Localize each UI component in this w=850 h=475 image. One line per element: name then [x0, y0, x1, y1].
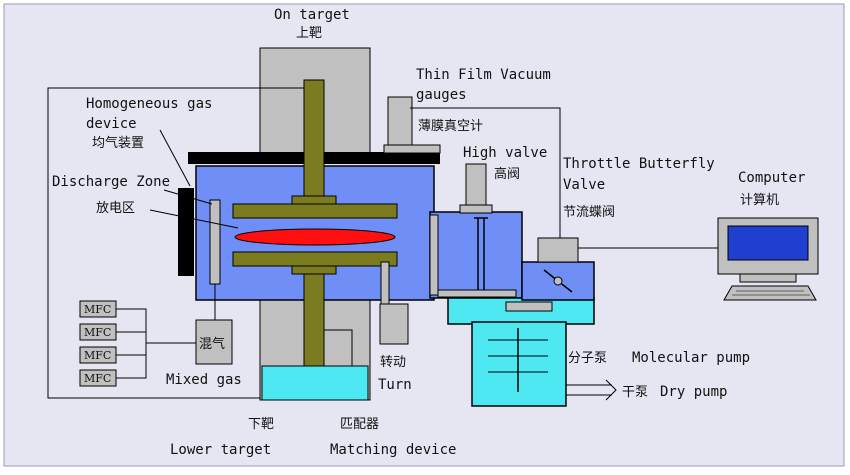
- vacuum-gauge-cn-label: 薄膜真空计: [418, 119, 483, 134]
- throttle-valve-cn-label: 节流蝶阀: [563, 205, 615, 220]
- vacuum-gauge-head: [387, 96, 413, 146]
- upper-target-rod: [303, 79, 325, 199]
- lower-target-label: Lower target: [170, 442, 271, 458]
- gas-distributor: [209, 199, 221, 285]
- dry-pump-label: Dry pump: [660, 384, 727, 400]
- throttle-valve-label: Throttle Butterfly: [563, 156, 715, 172]
- turn-cn-label: 转动: [380, 355, 406, 370]
- on-target-label: On target: [274, 7, 350, 23]
- high-valve-label: High valve: [463, 145, 547, 161]
- matching-device-cn-label: 匹配器: [340, 417, 379, 432]
- mixer-label: 混气: [199, 336, 225, 352]
- high-valve-plate: [437, 289, 517, 298]
- matching-device-label: Matching device: [330, 442, 456, 458]
- outer-loop-line: [47, 87, 304, 399]
- computer-cn-label: 计算机: [740, 193, 779, 208]
- plasma-discharge: [234, 228, 396, 246]
- mfc-group: MFC MFC MFC MFC: [79, 300, 196, 387]
- throttle-valve-label-2: Valve: [563, 177, 605, 193]
- molecular-pump-cn-label: 分子泵: [568, 351, 607, 366]
- mfc-label: MFC: [84, 303, 111, 316]
- high-valve-actuator: [465, 163, 487, 207]
- molecular-pump: [471, 321, 567, 407]
- mfc-label: MFC: [84, 372, 111, 385]
- chamber-flange: [429, 214, 439, 296]
- high-valve-base: [459, 204, 493, 214]
- lower-target-cn-label: 下靶: [248, 417, 274, 432]
- turn-motor: [379, 303, 409, 345]
- gauge-control-line: [410, 107, 561, 238]
- homogeneous-gas-cn-label: 均气装置: [92, 135, 144, 151]
- dry-pump-cn-label: 干泵: [622, 385, 648, 400]
- vacuum-gauge-label-2: gauges: [416, 87, 467, 103]
- gas-mixer: [195, 319, 233, 365]
- computer-screen: [727, 225, 809, 261]
- turn-shaft: [380, 261, 390, 305]
- computer: [717, 217, 819, 301]
- lower-electrode: [232, 251, 398, 267]
- chamber-left-door: [178, 188, 194, 276]
- molecular-pump-label: Molecular pump: [632, 350, 750, 366]
- computer-keyboard: [723, 285, 817, 301]
- on-target-cn-label: 上靶: [296, 26, 322, 41]
- turn-label: Turn: [378, 377, 412, 393]
- mfc-label: MFC: [84, 326, 111, 339]
- high-valve-chamber: [429, 211, 523, 299]
- matching-device-box: [261, 365, 369, 401]
- homogeneous-gas-label-2: device: [86, 116, 137, 132]
- discharge-zone-label: Discharge Zone: [52, 174, 170, 190]
- discharge-zone-cn-label: 放电区: [96, 201, 135, 216]
- homogeneous-gas-label: Homogeneous gas: [86, 96, 212, 112]
- computer-label: Computer: [738, 170, 805, 186]
- vacuum-gauge-label: Thin Film Vacuum: [416, 67, 551, 83]
- lower-target-rod: [303, 261, 325, 367]
- upper-electrode: [232, 203, 398, 219]
- throttle-valve-actuator: [537, 237, 579, 263]
- vacuum-gauge-base: [383, 144, 441, 154]
- high-valve-cn-label: 高阀: [494, 166, 520, 182]
- mfc-label: MFC: [84, 349, 111, 362]
- mixed-gas-label: Mixed gas: [166, 372, 242, 388]
